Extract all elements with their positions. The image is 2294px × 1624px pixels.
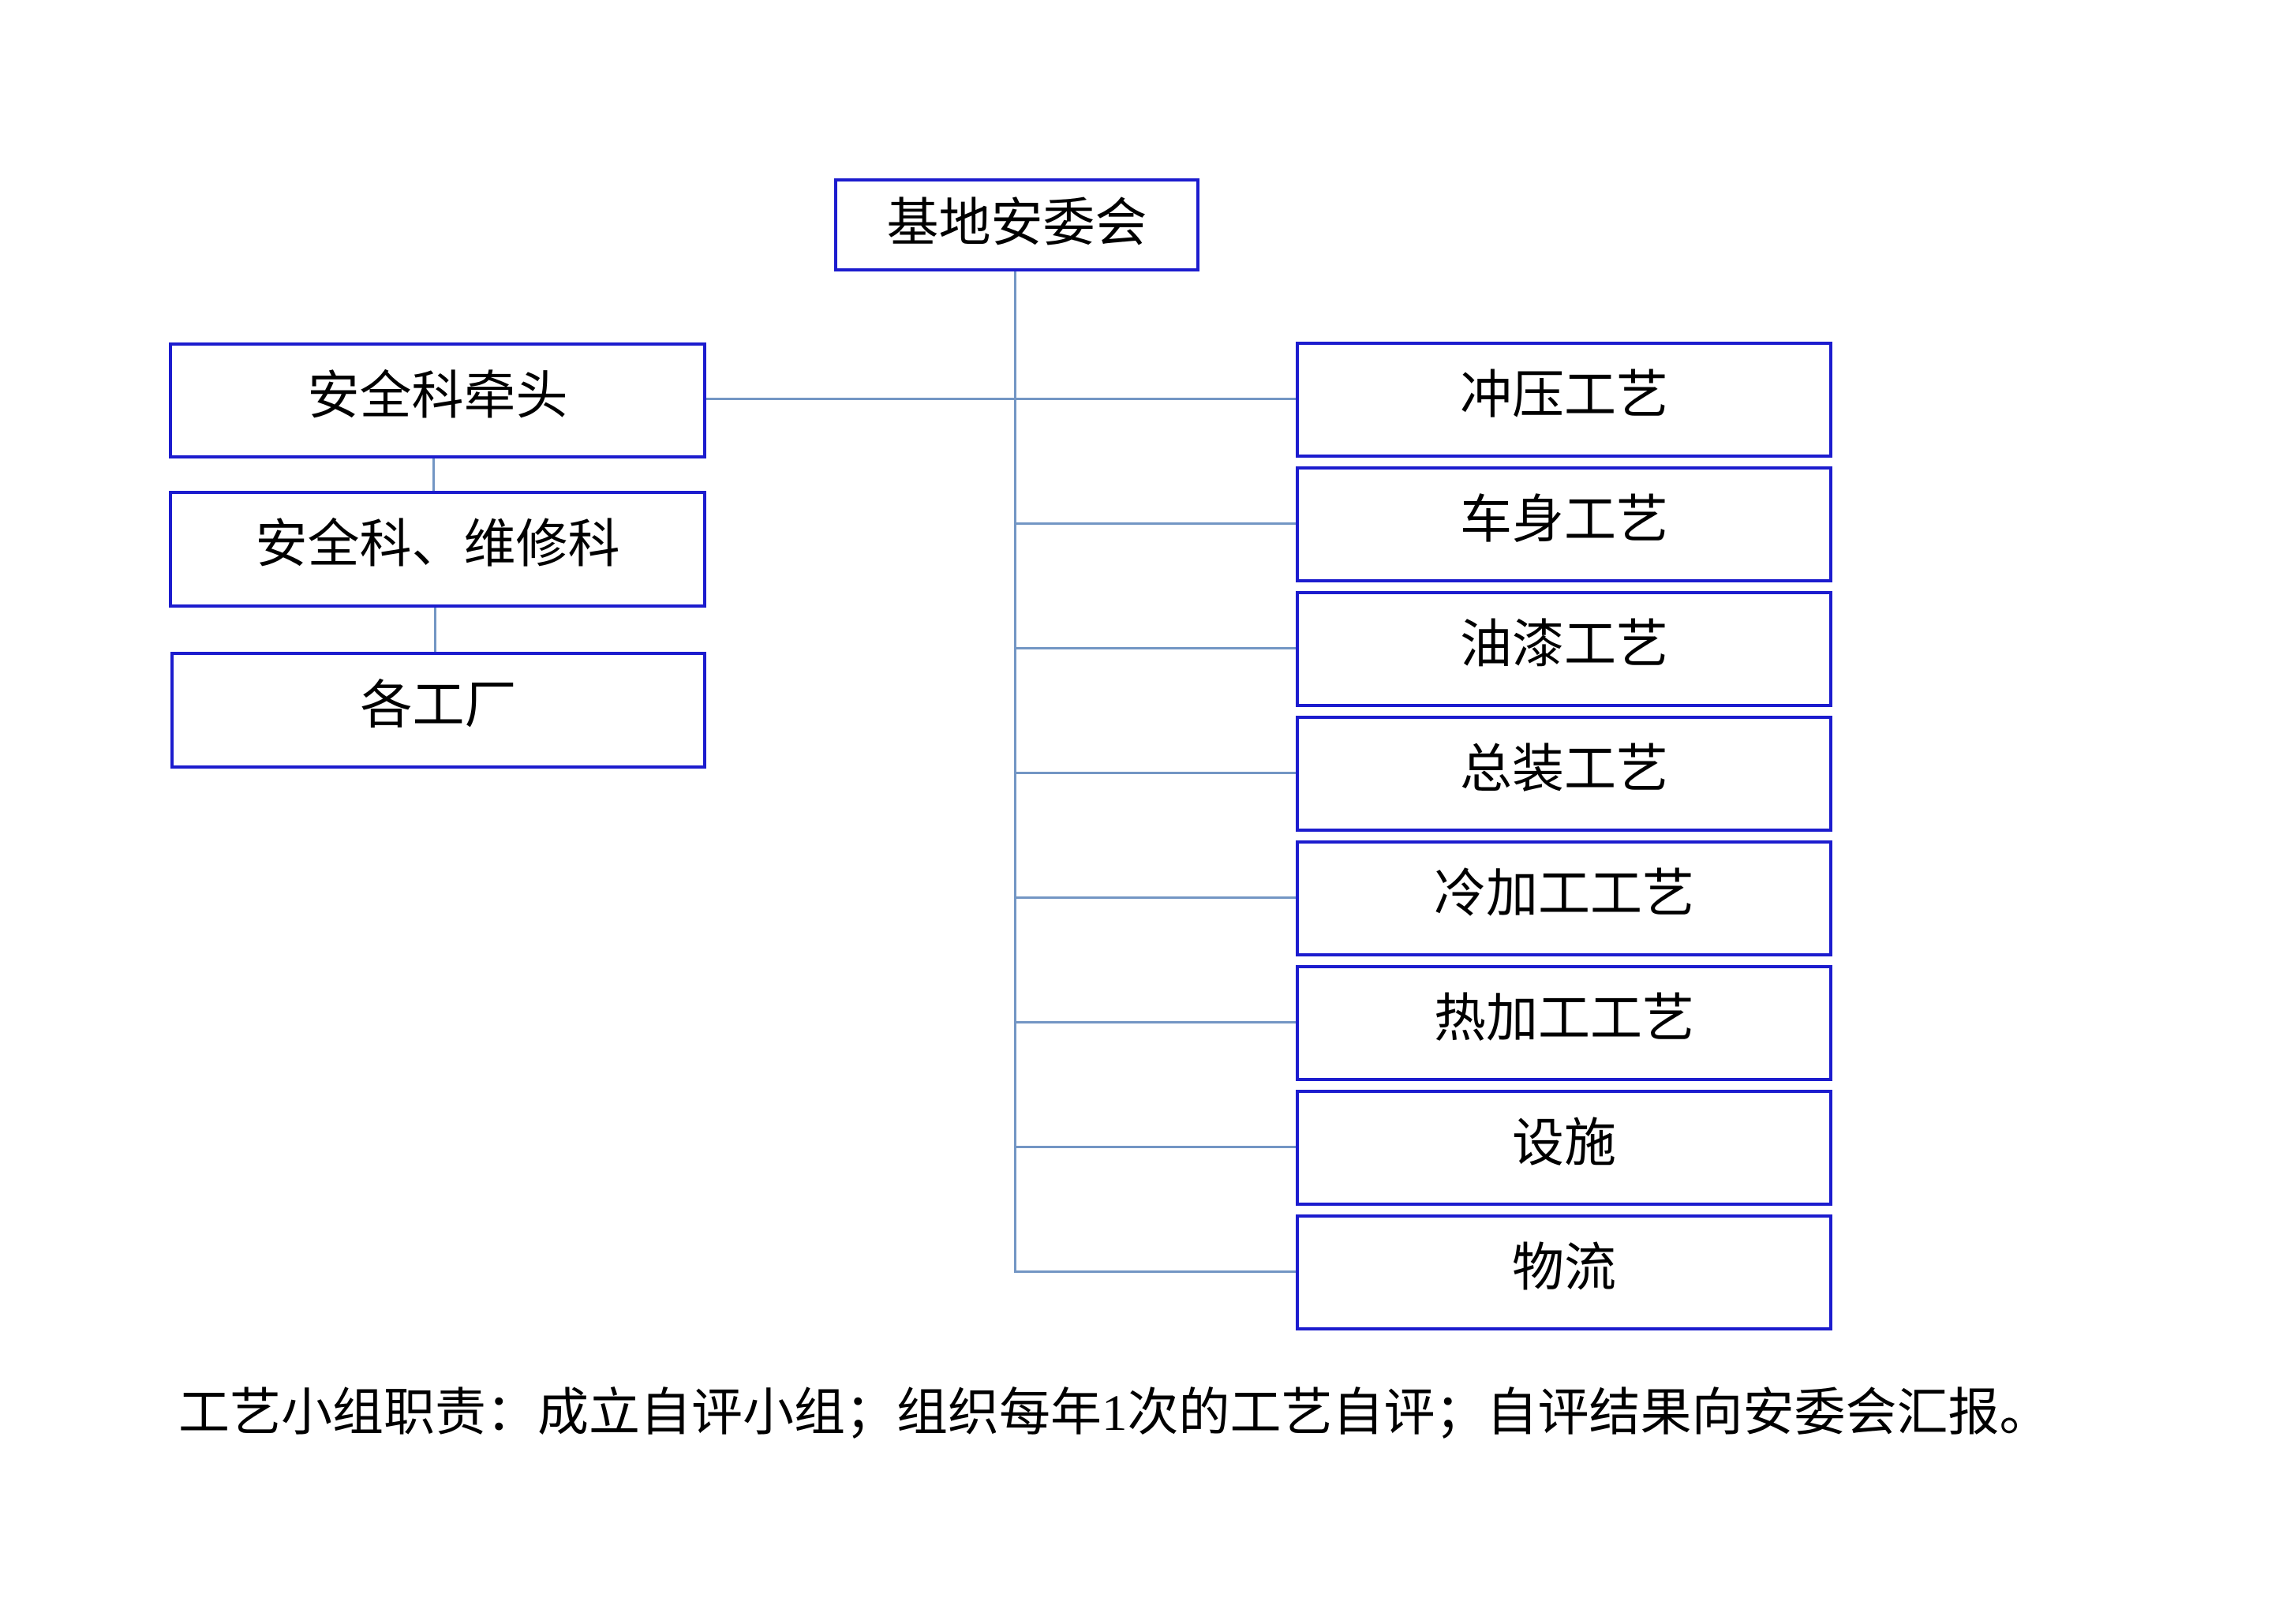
connector-branch-right6: [1014, 1021, 1296, 1023]
node-label: 油漆工艺: [1460, 614, 1668, 673]
node-label: 冲压工艺: [1460, 365, 1668, 424]
node-right-hot-working: 热加工工艺: [1296, 965, 1832, 1081]
connector-branch-left1-right1: [706, 398, 1296, 400]
connector-left2-left3: [434, 608, 436, 652]
node-left-safety-maintenance: 安全科、维修科: [169, 491, 706, 608]
node-right-body: 车身工艺: [1296, 466, 1832, 582]
connector-branch-right4: [1014, 772, 1296, 774]
node-label: 总装工艺: [1460, 739, 1668, 798]
node-root: 基地安委会: [834, 178, 1199, 271]
connector-branch-right5: [1014, 896, 1296, 899]
node-right-paint: 油漆工艺: [1296, 591, 1832, 707]
node-label: 各工厂: [360, 675, 517, 734]
node-right-stamping: 冲压工艺: [1296, 342, 1832, 458]
connector-branch-right8: [1014, 1270, 1296, 1273]
footnote-text: 工艺小组职责：成立自评小组；组织每年1次的工艺自评；自评结果向安委会汇报。: [178, 1385, 2051, 1442]
node-label: 安全科牵头: [307, 365, 568, 425]
node-label: 热加工工艺: [1434, 988, 1694, 1047]
connector-left1-left2: [432, 458, 435, 491]
connector-branch-right2: [1014, 522, 1296, 525]
node-right-facilities: 设施: [1296, 1090, 1832, 1206]
node-label: 冷加工工艺: [1434, 863, 1694, 922]
node-right-assembly: 总装工艺: [1296, 716, 1832, 832]
node-label: 车身工艺: [1460, 489, 1668, 548]
node-label: 安全科、维修科: [255, 515, 620, 573]
node-root-label: 基地安委会: [886, 193, 1147, 252]
connector-branch-right3: [1014, 647, 1296, 649]
node-label: 设施: [1512, 1113, 1616, 1172]
node-left-safety-lead: 安全科牵头: [169, 342, 706, 458]
node-label: 物流: [1512, 1237, 1616, 1297]
node-right-logistics: 物流: [1296, 1214, 1832, 1330]
node-left-factories: 各工厂: [170, 652, 706, 769]
connector-branch-right7: [1014, 1146, 1296, 1148]
node-right-cold-working: 冷加工工艺: [1296, 840, 1832, 956]
